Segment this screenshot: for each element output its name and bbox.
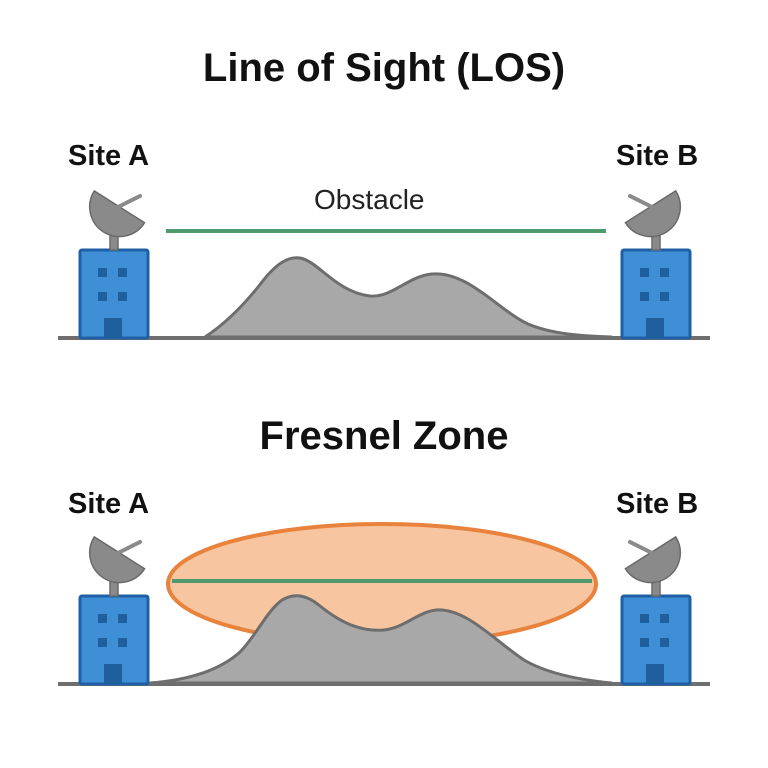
- los-title: Line of Sight (LOS): [202, 46, 566, 90]
- fresnel-diagram: [58, 522, 710, 686]
- los-diagram: [58, 189, 710, 340]
- los-site-b-building: [620, 248, 692, 340]
- los-site-a-dish-icon: [88, 189, 146, 251]
- fresnel-site-b-building: [620, 594, 692, 686]
- los-site-b-dish-icon: [624, 189, 682, 251]
- fresnel-site-b-dish-icon: [624, 535, 682, 597]
- fresnel-terrain-obstacle: [149, 594, 613, 685]
- los-terrain-obstacle: [199, 256, 613, 339]
- fresnel-zone-title: Fresnel Zone: [259, 414, 509, 458]
- los-site-b-label: Site B: [616, 140, 699, 172]
- fresnel-site-b-label: Site B: [616, 488, 699, 520]
- fresnel-site-a-building: [78, 594, 150, 686]
- los-site-a-building: [78, 248, 150, 340]
- fresnel-site-a-label: Site A: [68, 488, 150, 520]
- fresnel-zone-ellipse: [166, 522, 598, 646]
- los-site-a-label: Site A: [68, 140, 150, 172]
- obstacle-label: Obstacle: [314, 184, 425, 215]
- fresnel-site-a-dish-icon: [88, 535, 146, 597]
